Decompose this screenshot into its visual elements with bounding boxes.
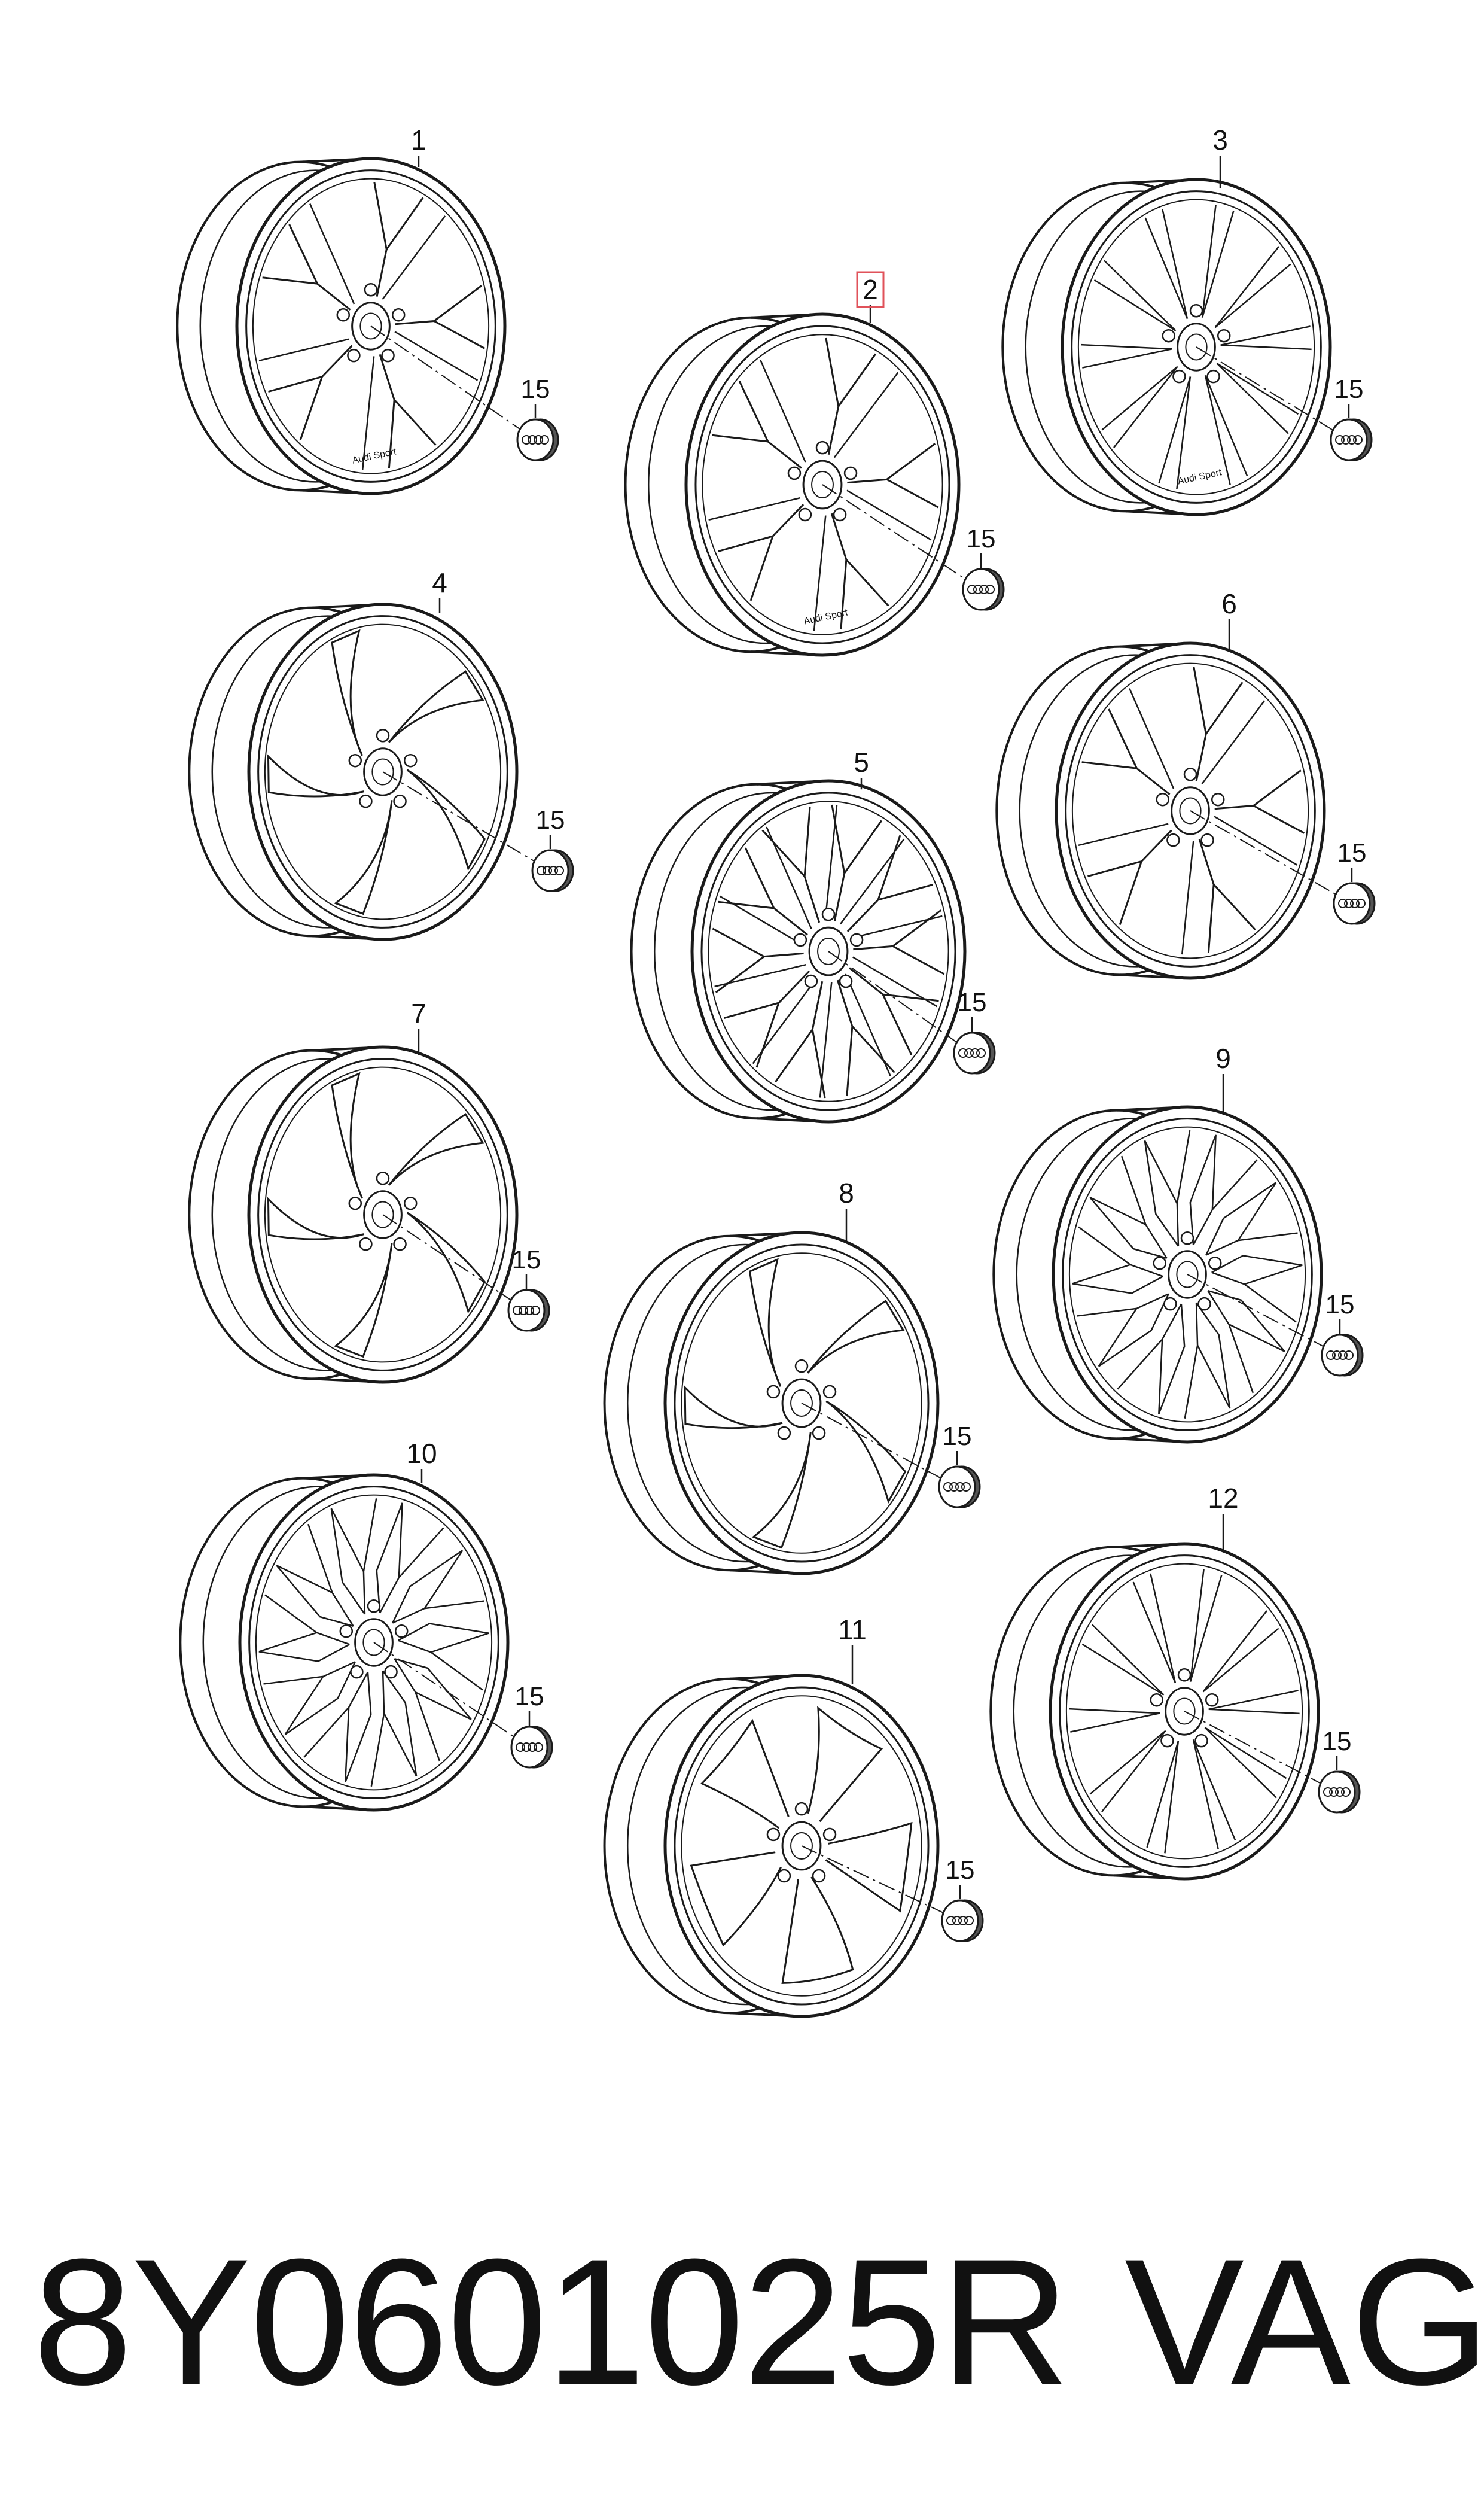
center-cap-icon — [953, 1032, 996, 1075]
callout-12: 12 — [1208, 1483, 1238, 1514]
callout-cap: 15 — [943, 1422, 972, 1451]
callout-cap: 15 — [521, 375, 550, 404]
callout-5: 5 — [854, 747, 869, 778]
callout-9: 9 — [1215, 1043, 1231, 1074]
callout-4: 4 — [432, 567, 447, 598]
center-cap-icon — [1330, 418, 1373, 461]
wheel-8: 8 15 — [603, 1178, 981, 1575]
callout-1: 1 — [411, 124, 426, 156]
center-cap-icon — [941, 1899, 984, 1942]
wheel-4: 4 15 — [188, 567, 574, 941]
wheel-12: 12 15 — [989, 1483, 1361, 1881]
wheel-10: 10 15 — [179, 1438, 553, 1812]
callout-8: 8 — [839, 1178, 854, 1209]
wheel-5: 5 15 — [630, 747, 996, 1124]
center-cap-icon — [507, 1289, 550, 1332]
callout-cap: 15 — [967, 524, 996, 553]
callout-cap: 15 — [536, 805, 565, 835]
callout-3: 3 — [1212, 124, 1228, 156]
callout-7: 7 — [411, 998, 426, 1029]
callout-cap: 15 — [1323, 1727, 1352, 1756]
callout-2: 2 — [863, 274, 878, 305]
callout-10: 10 — [406, 1438, 437, 1469]
callout-cap: 15 — [1334, 375, 1364, 404]
callout-6: 6 — [1221, 588, 1237, 619]
callout-cap: 15 — [512, 1245, 541, 1274]
center-cap-icon — [962, 568, 1005, 611]
wheel-7: 7 15 — [188, 998, 550, 1384]
part-number: 8Y0601025R — [33, 2221, 1070, 2422]
center-cap-icon — [1333, 882, 1376, 925]
highlight-box — [856, 271, 885, 308]
center-cap-icon — [510, 1726, 553, 1769]
callout-cap: 15 — [946, 1855, 975, 1885]
callout-cap: 15 — [958, 988, 987, 1017]
wheel-11: 11 15 — [603, 1614, 984, 2018]
center-cap-icon — [531, 849, 574, 892]
callout-cap: 15 — [1337, 838, 1367, 868]
brand-label: VAG — [1125, 2221, 1484, 2422]
center-cap-icon — [516, 418, 559, 461]
center-cap-icon — [1321, 1334, 1364, 1377]
center-cap-icon — [1318, 1770, 1361, 1814]
wheel-6: 6 15 — [995, 588, 1376, 980]
wheel-9: 9 15 — [992, 1043, 1364, 1444]
center-cap-icon — [938, 1465, 981, 1508]
callout-cap: 15 — [1325, 1290, 1355, 1319]
callout-cap: 15 — [515, 1682, 544, 1711]
callout-11: 11 — [838, 1614, 867, 1645]
